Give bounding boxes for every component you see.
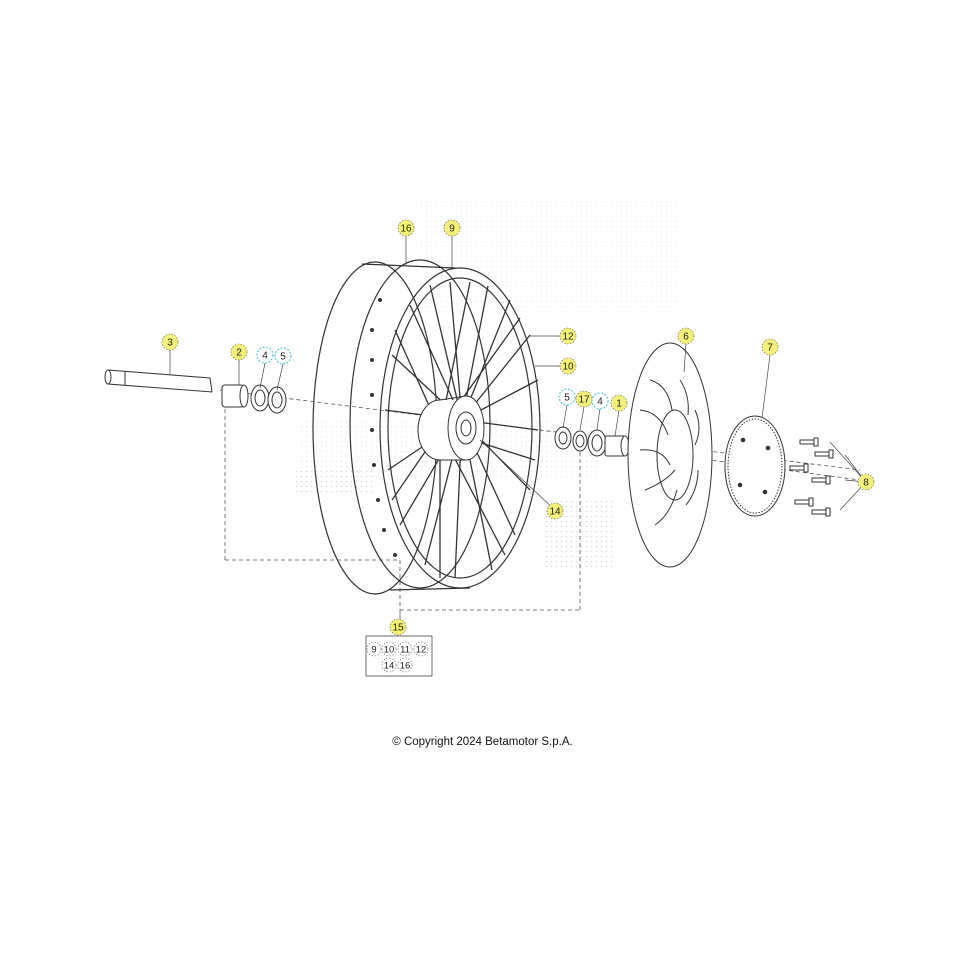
svg-text:10: 10 — [384, 645, 395, 656]
callout-9: 9 — [443, 219, 461, 237]
svg-text:16: 16 — [400, 224, 412, 235]
svg-text:1: 1 — [616, 399, 622, 410]
spoke-nipples — [370, 298, 397, 557]
kit-item-12: 12 — [413, 641, 429, 657]
callout-1: 1 — [610, 394, 628, 412]
svg-text:5: 5 — [564, 393, 570, 404]
svg-text:9: 9 — [371, 645, 376, 656]
axle — [104, 369, 213, 393]
bearing-left — [250, 384, 287, 414]
svg-text:10: 10 — [562, 362, 574, 373]
callout-4-right: 4 — [591, 392, 609, 410]
callout-14: 14 — [546, 502, 564, 520]
bearing-right — [554, 426, 630, 457]
svg-text:17: 17 — [578, 395, 590, 406]
callout-17: 17 — [575, 390, 593, 408]
callout-4-left: 4 — [256, 346, 274, 364]
svg-text:7: 7 — [767, 343, 773, 354]
callout-15: 15 — [389, 618, 407, 636]
svg-text:12: 12 — [562, 332, 574, 343]
svg-text:2: 2 — [236, 348, 242, 359]
callout-6: 6 — [677, 327, 695, 345]
svg-text:9: 9 — [449, 224, 455, 235]
kit-item-10: 10 — [381, 641, 397, 657]
callout-5-right: 5 — [558, 388, 576, 406]
callout-2: 2 — [230, 343, 248, 361]
brake-disc — [627, 342, 713, 568]
copyright-notice: © Copyright 2024 Betamotor S.p.A. — [392, 736, 573, 748]
disc-bolts — [789, 437, 834, 517]
leader-lines — [169, 236, 867, 620]
kit-item-9: 9 — [366, 641, 382, 657]
callout-7: 7 — [761, 338, 779, 356]
svg-text:14: 14 — [384, 661, 395, 672]
kit-item-16: 16 — [397, 657, 413, 673]
svg-text:4: 4 — [597, 397, 603, 408]
svg-text:6: 6 — [683, 332, 689, 343]
callout-5-left: 5 — [274, 347, 292, 365]
callout-16: 16 — [397, 219, 415, 237]
wheel-hub — [417, 395, 485, 461]
kit-item-11: 11 — [397, 641, 413, 657]
spacer-left — [221, 384, 249, 408]
svg-text:16: 16 — [400, 661, 411, 672]
watermark — [295, 200, 680, 570]
svg-text:11: 11 — [400, 645, 410, 656]
callout-10: 10 — [559, 357, 577, 375]
kit-item-14: 14 — [381, 657, 397, 673]
callout-12: 12 — [559, 327, 577, 345]
svg-text:5: 5 — [280, 352, 286, 363]
callout-8: 8 — [857, 473, 875, 491]
svg-text:15: 15 — [392, 623, 404, 634]
wheel-rim — [312, 259, 541, 595]
svg-text:3: 3 — [167, 338, 173, 349]
svg-text:8: 8 — [863, 478, 869, 489]
svg-text:14: 14 — [549, 507, 561, 518]
abs-tone-ring — [724, 415, 786, 517]
svg-text:4: 4 — [262, 351, 268, 362]
callout-3: 3 — [161, 333, 179, 351]
svg-text:12: 12 — [416, 645, 427, 656]
